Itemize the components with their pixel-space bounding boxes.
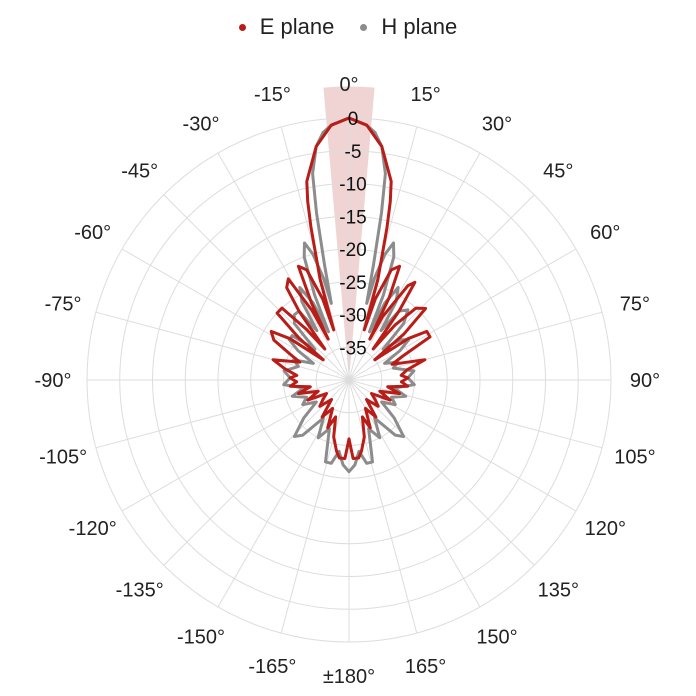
radial-tick-label: -30 [339,306,366,327]
angle-tick-label: -135° [116,579,164,601]
angle-tick-label: -105° [39,447,87,469]
angle-tick-label: -30° [183,114,220,136]
grid-spoke [163,379,350,566]
grid-spoke [95,379,350,449]
grid-spoke [95,311,350,381]
grid-spoke [163,194,350,381]
grid-spoke [348,311,603,381]
legend: E plane H plane [0,14,696,40]
legend-marker-e-plane [238,23,246,31]
angle-tick-label: -165° [248,656,296,678]
legend-item-e-plane[interactable]: E plane [238,14,335,40]
grid-spoke [348,248,577,381]
series-line-h-plane [282,116,416,474]
legend-marker-h-plane [360,23,368,31]
grid-spoke [217,152,350,381]
grid-spoke [121,379,350,512]
angle-tick-label: -75° [45,293,82,315]
grid-spoke [348,194,535,381]
grid-spoke [348,379,603,449]
legend-label-e-plane: E plane [259,14,335,39]
angle-tick-label: 45° [543,161,573,183]
grid-spoke [348,379,535,566]
grid-spoke [121,248,350,381]
angle-tick-label: -150° [177,626,225,648]
grid-spoke [348,379,481,608]
angle-tick-label: 60° [590,222,620,244]
label-layer: 0° 15° 30° 45° 60° 75° 90° 105° 120° 135° 150° 165°… [35,74,661,688]
angle-tick-label: 105° [614,447,655,469]
legend-label-h-plane: H plane [381,14,458,39]
grid-spoke [280,379,350,634]
angle-tick-label: 90° [630,370,660,392]
angle-tick-label: -120° [69,518,117,540]
angle-tick-label: -90° [35,370,72,392]
grid-spoke [217,379,350,608]
angle-tick-label: -60° [74,222,111,244]
series-layer [269,116,432,474]
grid-spoke [348,152,481,381]
radial-tick-label: 0 [348,109,359,130]
radial-tick-label: -20 [339,240,366,261]
radial-tick-label: -5 [345,142,362,163]
angle-tick-label: -45° [121,161,158,183]
angle-tick-label: ±180° [323,666,375,688]
angle-tick-label: 30° [482,114,512,136]
radial-tick-label: -10 [339,175,366,196]
radial-tick-label: -35 [339,338,366,359]
angle-tick-label: -15° [254,84,291,106]
radial-tick-label: -15 [339,207,366,228]
angle-tick-label: 75° [620,293,650,315]
grid-spoke [348,379,577,512]
grid-layer [86,117,612,643]
angle-tick-label: 0° [339,74,358,96]
angle-tick-label: 135° [538,579,579,601]
angle-tick-label: 150° [476,626,517,648]
radial-tick-label: -25 [339,273,366,294]
angle-tick-label: 15° [410,84,440,106]
legend-item-h-plane[interactable]: H plane [360,14,457,40]
grid-spoke [348,379,418,634]
series-line-e-plane [269,116,432,460]
angle-tick-label: 120° [585,518,626,540]
angle-tick-label: 165° [405,656,446,678]
